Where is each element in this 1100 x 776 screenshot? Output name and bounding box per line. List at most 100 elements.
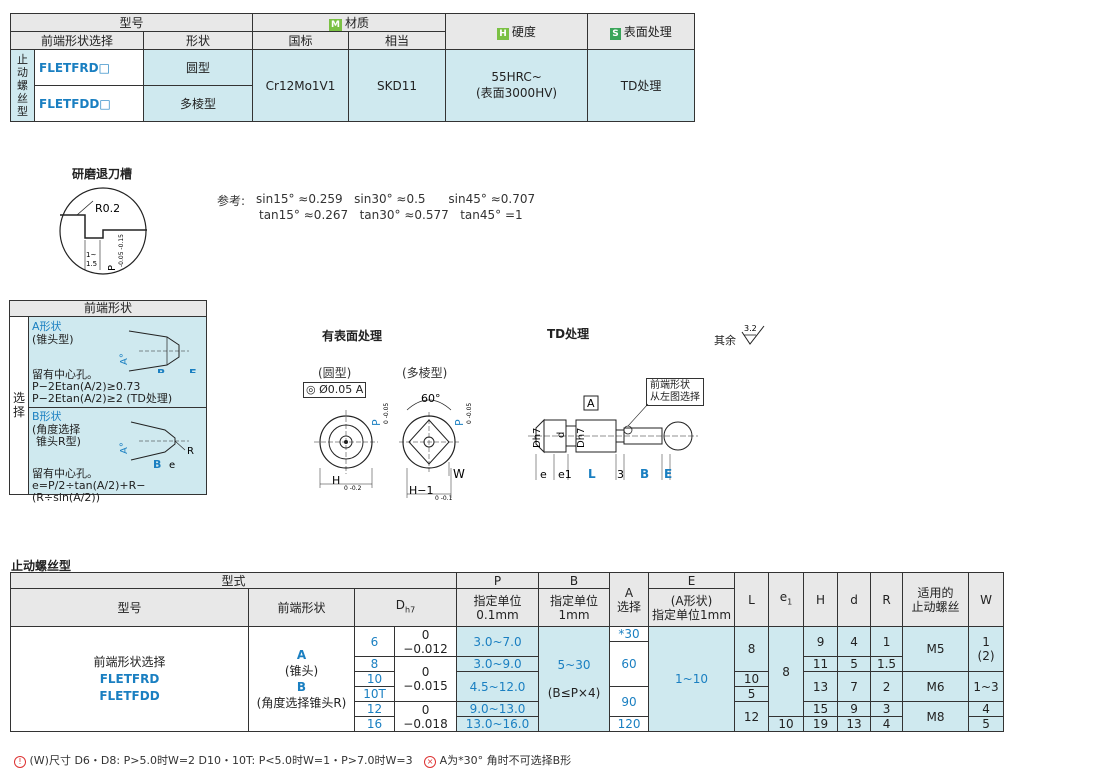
spec-b: 5~30 (B≤P×4) xyxy=(538,626,611,732)
spec-w-2: 1~3 xyxy=(968,671,1005,702)
spec-d-10t: 10T xyxy=(354,686,395,702)
spec-b-val: 5~30 xyxy=(557,658,591,672)
shape-a-angle: A° xyxy=(119,353,130,365)
spec-e1-8: 8 xyxy=(768,626,805,717)
tag-s: S xyxy=(610,28,621,40)
dh7-label-2: Dh7 xyxy=(576,428,587,448)
h1-dim-tol: 0 -0.1 xyxy=(435,495,453,502)
header-surface-label: 表面处理 xyxy=(623,25,672,39)
spec-header-r: R xyxy=(870,572,904,627)
header-hardness-label: 硬度 xyxy=(511,25,536,39)
spec-header-b: B xyxy=(538,572,611,589)
shape-a-b: B xyxy=(157,367,165,373)
spec-header-type: 型式 xyxy=(9,572,458,589)
concentricity-box: ◎ Ø0.05 A xyxy=(303,382,367,398)
shape-1: 圆型 xyxy=(142,49,254,86)
header-material-label: 材质 xyxy=(345,16,370,30)
header-national: 国标 xyxy=(252,31,350,50)
p-dim-label: P xyxy=(370,419,383,426)
shape-b-diagram: A° R B e xyxy=(119,421,194,468)
shape-b-title: B形状 xyxy=(32,410,62,423)
hardness-value: 55HRC~(表面3000HV) xyxy=(445,49,589,122)
spec-b-cond: (B≤P×4) xyxy=(547,686,601,700)
front-shape-side: 选择 xyxy=(10,317,29,494)
grinding-p-tol: -0.05 -0.15 xyxy=(118,234,125,267)
drawing-title-surface: 有表面处理 xyxy=(322,329,383,343)
shape-a-sub: (锥头型) xyxy=(32,333,74,346)
spec-model: 前端形状选择 FLETFRD FLETFDD xyxy=(10,626,249,732)
l-label: L xyxy=(588,467,596,481)
surface-value: TD处理 xyxy=(587,49,696,122)
spec-h-11: 11 xyxy=(803,656,839,672)
angle-label: 60° xyxy=(421,392,441,405)
datum-label: A xyxy=(587,397,595,410)
shape-b-box: B形状 (角度选择 锥头R型) 留有中心孔。 e=P/2÷tan(A/2)+R−… xyxy=(29,408,206,504)
front-note-1: 前端形状 xyxy=(650,380,690,391)
front-shape-side-text: 选择 xyxy=(13,391,26,419)
reference-line-2: tan15° ≈0.267 tan30° ≈0.577 tan45° =1 xyxy=(259,208,523,222)
spec-l-5: 5 xyxy=(734,686,770,702)
spec-header-e1-main: e xyxy=(779,589,788,604)
spec-header-dh7-sub: h7 xyxy=(405,605,416,615)
hardness-line-1: 55HRC~ xyxy=(491,70,542,84)
p-dim-tol: 0 -0.05 xyxy=(383,403,390,424)
spec-e-val: 1~10 xyxy=(648,626,736,732)
spec-header-p: P xyxy=(456,572,540,589)
spec-w-5: 5 xyxy=(968,716,1005,732)
spec-r-2: 2 xyxy=(870,671,904,702)
grinding-p-label: P xyxy=(107,265,118,271)
shape-b-b: B xyxy=(153,458,161,468)
spec-header-b-sub-1: 指定单位 xyxy=(550,593,599,608)
row-label: 止动螺丝型 xyxy=(10,49,35,122)
tag-m: M xyxy=(329,19,343,31)
spec-header-e1-sub: 1 xyxy=(787,597,793,607)
three-label: 3 xyxy=(617,468,624,481)
h-dim-label: H xyxy=(332,474,340,487)
reference-label: 参考: xyxy=(217,194,246,208)
header-equivalent: 相当 xyxy=(348,31,447,50)
polygon-label: (多棱型) xyxy=(402,366,448,380)
shape-b-note-1: 留有中心孔。 xyxy=(32,467,98,480)
grinding-dim-1: 1~ xyxy=(86,251,96,259)
footnote-text-2: A为*30° 角时不可选择B形 xyxy=(439,754,572,767)
grinding-r-label: R0.2 xyxy=(95,202,120,215)
other-label: 其余 xyxy=(714,334,736,347)
spec-tol-3b: −0.018 xyxy=(403,716,448,731)
shape-b-sub-1: (角度选择 xyxy=(32,423,81,436)
shape-a-note-3: P−2Etan(A/2)≥2 (TD处理) xyxy=(32,392,173,405)
e1-label: e1 xyxy=(558,468,572,481)
roughness-icon: 3.2 xyxy=(741,324,765,345)
footnote: ! (W)尺寸 D6・D8: P>5.0时W=2 D10・10T: P<5.0时… xyxy=(14,752,571,768)
spec-header-e-sub-1: (A形状) xyxy=(670,593,713,608)
p-dim-label-2: P xyxy=(453,419,466,426)
spec-header-a-2: 选择 xyxy=(617,599,642,614)
spec-r-4: 4 xyxy=(870,716,904,732)
spec-header-e-sub: (A形状)指定单位1mm xyxy=(648,588,736,627)
spec-front-3: B xyxy=(296,680,307,694)
spec-w-4: 4 xyxy=(968,701,1005,717)
spec-h-19: 19 xyxy=(803,716,839,732)
d-label: d xyxy=(556,432,567,438)
drawing-title-td: TD处理 xyxy=(547,327,590,341)
spec-dd-5: 5 xyxy=(837,656,872,672)
spec-header-screw: 适用的止动螺丝 xyxy=(902,572,970,627)
spec-a-120: 120 xyxy=(609,716,650,732)
spec-header-dh7-main: D xyxy=(395,597,406,612)
spec-d-12: 12 xyxy=(354,701,395,717)
b-label: B xyxy=(640,467,649,481)
spec-tol-1a: 0 xyxy=(421,627,430,642)
spec-tol-2: 0−0.015 xyxy=(393,656,458,702)
spec-a-30: *30 xyxy=(609,626,650,642)
spec-header-w: W xyxy=(968,572,1005,627)
spec-l-10: 10 xyxy=(734,671,770,687)
spec-header-h: H xyxy=(803,572,839,627)
model-1: FLETFRD□ xyxy=(34,49,144,86)
shape-b-r: R xyxy=(187,446,194,457)
w-dim-label: W xyxy=(453,467,465,481)
front-note-2: 从左图选择 xyxy=(650,392,700,403)
h-dim-tol: 0 -0.2 xyxy=(344,485,362,492)
